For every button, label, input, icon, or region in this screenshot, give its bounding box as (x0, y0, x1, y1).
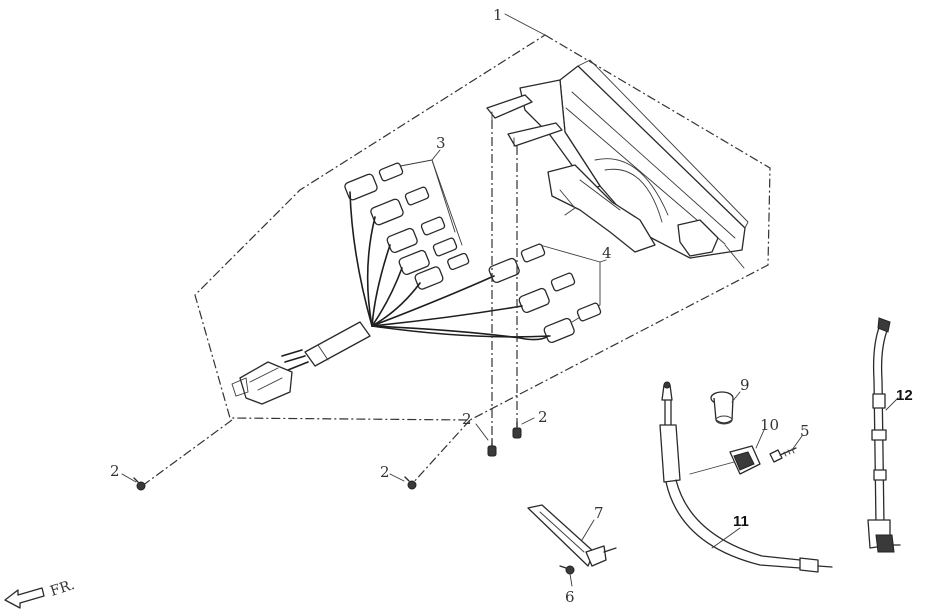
socket-4b (518, 272, 576, 314)
callout-6: 6 (565, 588, 575, 606)
holder-10 (689, 445, 761, 475)
socket-3e (414, 252, 470, 290)
meter-housing (486, 59, 749, 269)
callout-9: 9 (740, 376, 750, 394)
callout-5: 5 (800, 422, 810, 440)
grommet-9 (710, 391, 734, 425)
screw-2-center-left (404, 476, 417, 490)
speedometer-cable (659, 381, 833, 573)
socket-4a (488, 243, 546, 284)
leader-lines (121, 13, 899, 587)
front-direction-indicator: FR. (4, 577, 77, 609)
screws-2 (133, 120, 522, 491)
bulb-sockets-lower (488, 243, 602, 344)
cable-holder-parts (689, 391, 797, 475)
direction-label: FR. (48, 577, 76, 600)
front-arrow-icon (4, 587, 45, 609)
callout-12: 12 (896, 387, 913, 404)
callout-10: 10 (760, 416, 779, 434)
callout-1: 1 (493, 6, 503, 24)
socket-3c (386, 216, 446, 254)
socket-3d (398, 237, 458, 276)
callout-7: 7 (594, 504, 604, 522)
screw-2-left (133, 477, 146, 491)
wiring-harness (231, 191, 551, 405)
callout-2-left: 2 (110, 462, 120, 480)
socket-3b (370, 186, 430, 226)
callout-2-center-left: 2 (380, 463, 390, 481)
screw-6 (559, 565, 575, 575)
screw-2-right (512, 421, 522, 439)
callout-2-right: 2 (538, 408, 548, 426)
socket-4c (543, 302, 602, 344)
callout-4: 4 (602, 244, 612, 262)
assembly-boundary (194, 34, 771, 421)
bolt-5 (769, 447, 797, 463)
bulb-sockets-upper (344, 159, 470, 290)
cable-12 (867, 317, 901, 553)
bracket-7 (527, 504, 617, 567)
callout-2-center: 2 (462, 410, 472, 428)
harness-connector (231, 361, 293, 405)
socket-3a (344, 162, 404, 201)
callouts: 1 3 4 2 2 2 2 9 10 5 7 6 11 12 (110, 6, 913, 606)
callout-11: 11 (733, 513, 749, 530)
screw-2-center (487, 439, 497, 457)
callout-3: 3 (436, 134, 446, 152)
